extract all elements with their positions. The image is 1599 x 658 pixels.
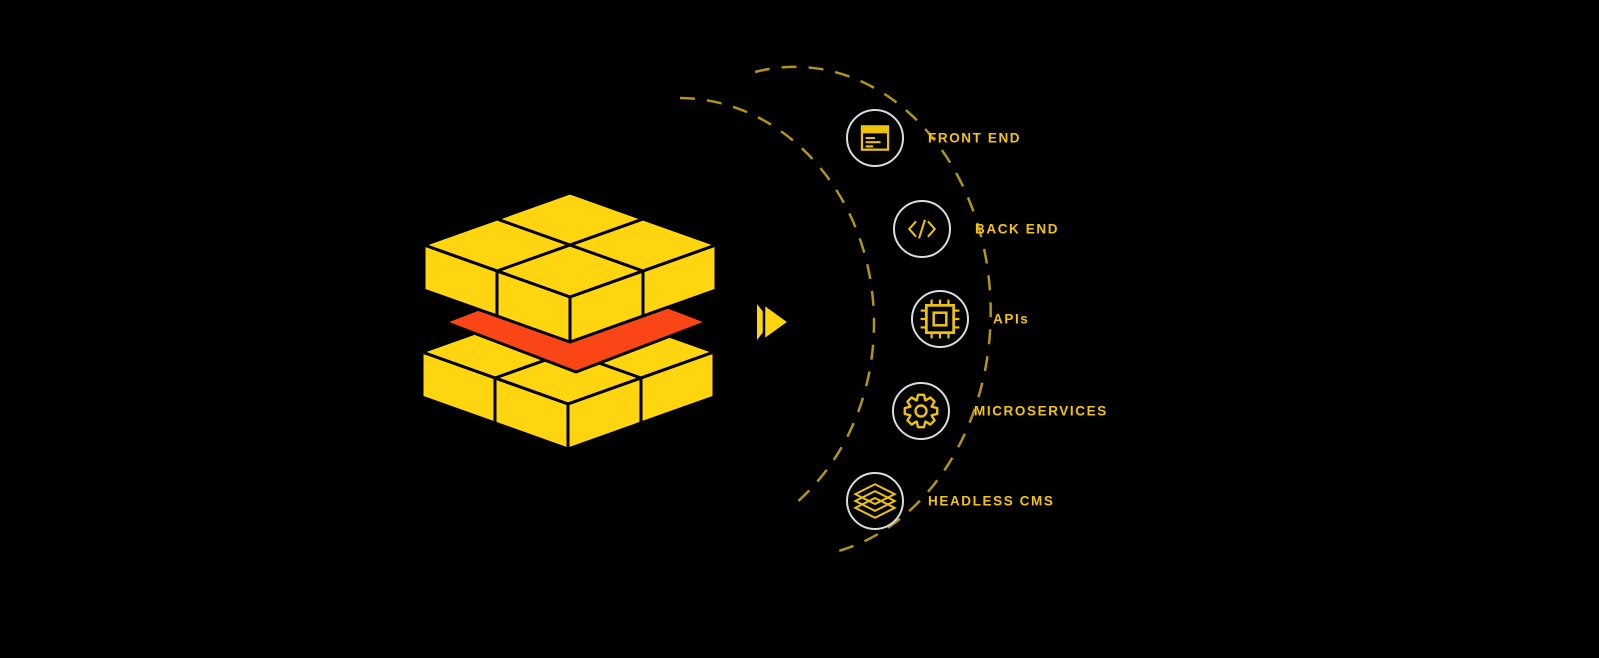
chip-icon — [920, 299, 960, 339]
fast-forward-arrow-icon — [757, 301, 792, 343]
gear-icon — [903, 393, 939, 429]
layers-icon — [853, 483, 897, 519]
code-icon — [907, 219, 937, 239]
step-microservices: MICROSERVICES — [892, 382, 1106, 440]
step-label: MICROSERVICES — [974, 403, 1108, 419]
layered-blocks-illustration — [420, 191, 718, 451]
inner-dashed-arc — [679, 96, 876, 509]
step-back-end: BACK END — [893, 200, 1057, 258]
outer-dashed-arc — [754, 65, 992, 554]
step-headless-cms: HEADLESS CMS — [846, 472, 1053, 530]
chip-pins — [920, 299, 960, 339]
step-circle — [846, 472, 904, 530]
step-label: APIs — [993, 311, 1030, 327]
step-front-end: FRONT END — [846, 109, 1020, 167]
step-label: FRONT END — [928, 130, 1022, 146]
step-label: HEADLESS CMS — [928, 493, 1055, 509]
step-circle — [911, 290, 969, 348]
step-circle — [893, 200, 951, 258]
step-circle — [892, 382, 950, 440]
step-circle — [846, 109, 904, 167]
browser-window-icon — [860, 125, 890, 151]
step-label: BACK END — [975, 221, 1060, 237]
step-apis: APIs — [911, 290, 1028, 348]
top-block-layer — [422, 191, 718, 344]
